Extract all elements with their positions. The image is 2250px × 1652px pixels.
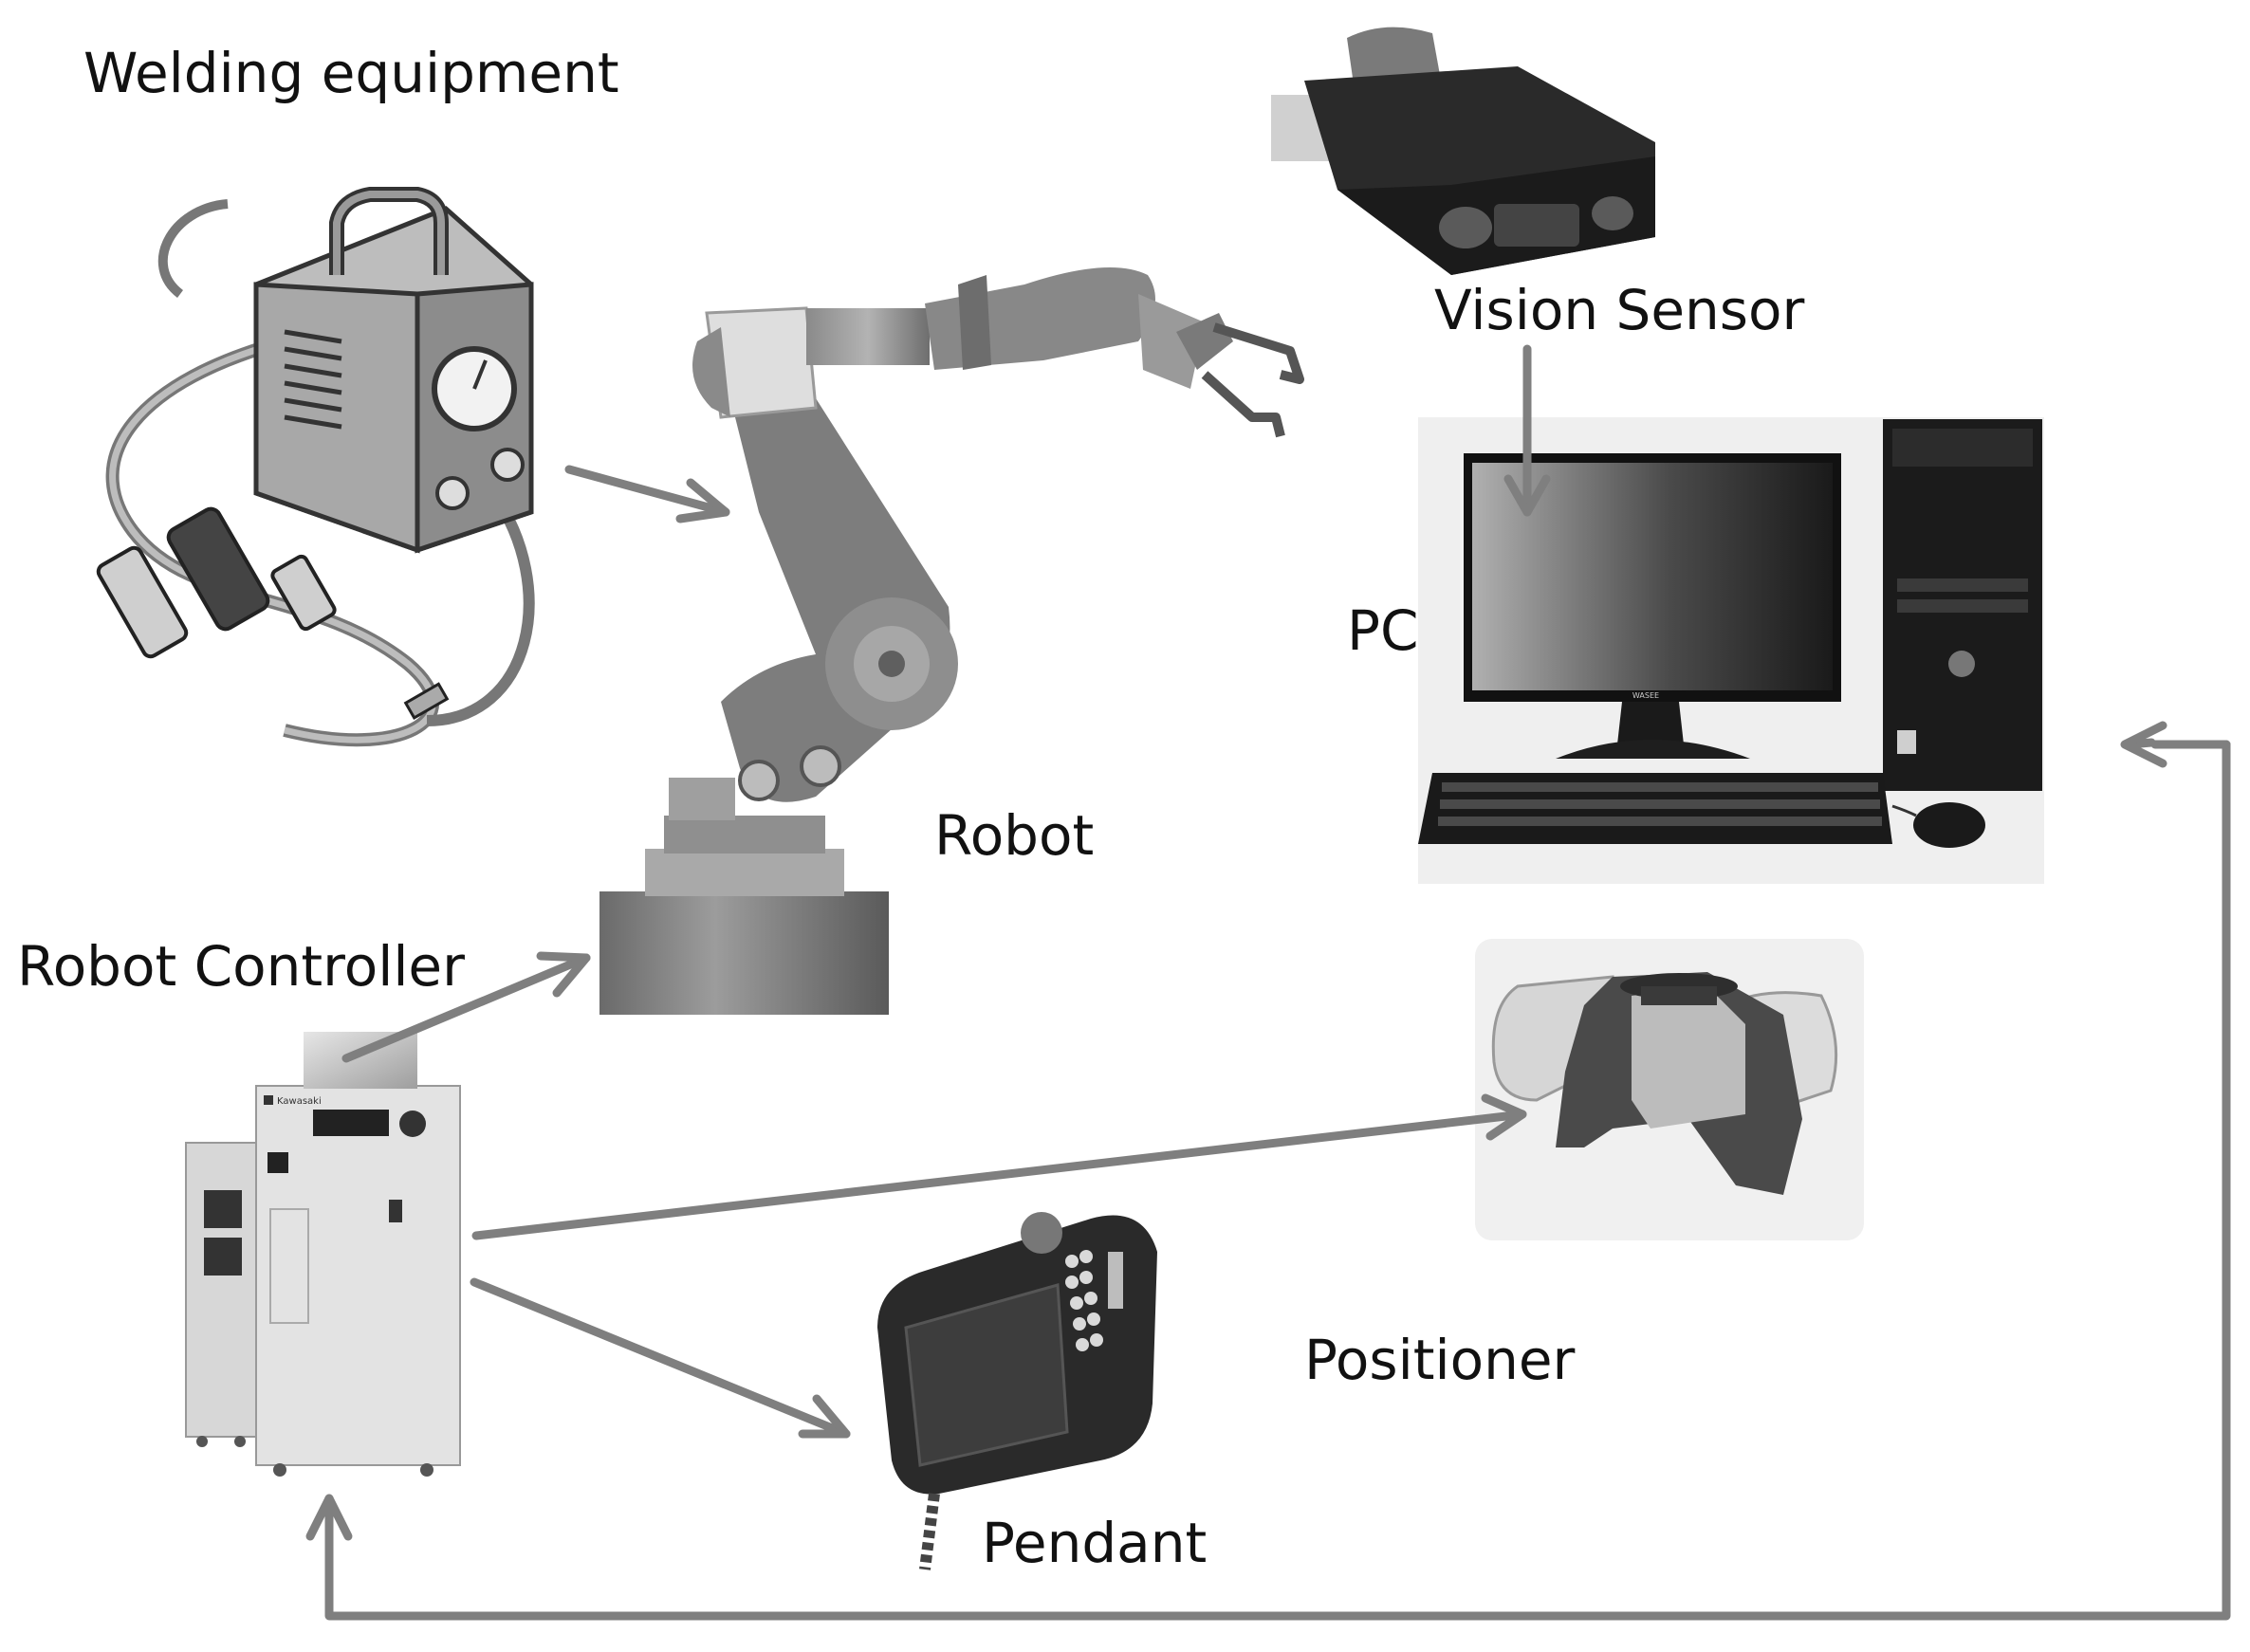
label-robot: Robot (934, 803, 1095, 868)
pc-illustration: WASEE (1418, 417, 2044, 884)
label-pc: PC (1347, 598, 1419, 663)
label-robot-controller: Robot Controller (17, 934, 465, 999)
pendant-illustration (877, 1212, 1157, 1570)
vision-sensor-illustration (1271, 27, 1655, 275)
label-positioner: Positioner (1304, 1328, 1576, 1392)
arrow-pc-to-controller-feedback (305, 721, 2231, 1621)
monitor-brand: WASEE (1632, 691, 1659, 700)
welding-machine-illustration (96, 187, 535, 747)
arrow-controller-to-pendant (470, 1277, 851, 1439)
robot-controller-illustration: Kawasaki (185, 1032, 461, 1477)
robot-arm-illustration (599, 267, 1304, 1015)
label-pendant: Pendant (982, 1511, 1208, 1575)
positioner-illustration (1475, 939, 1864, 1240)
arrow-vision-to-pc (1503, 344, 1551, 517)
connection-arrows (305, 344, 2231, 1621)
label-welding-equipment: Welding equipment (83, 41, 619, 105)
label-vision-sensor: Vision Sensor (1434, 278, 1805, 342)
arrow-controller-to-positioner (471, 1093, 1527, 1240)
arrow-welding-to-robot (564, 465, 730, 523)
arrow-controller-to-robot (341, 951, 591, 1063)
controller-brand: Kawasaki (277, 1096, 322, 1107)
